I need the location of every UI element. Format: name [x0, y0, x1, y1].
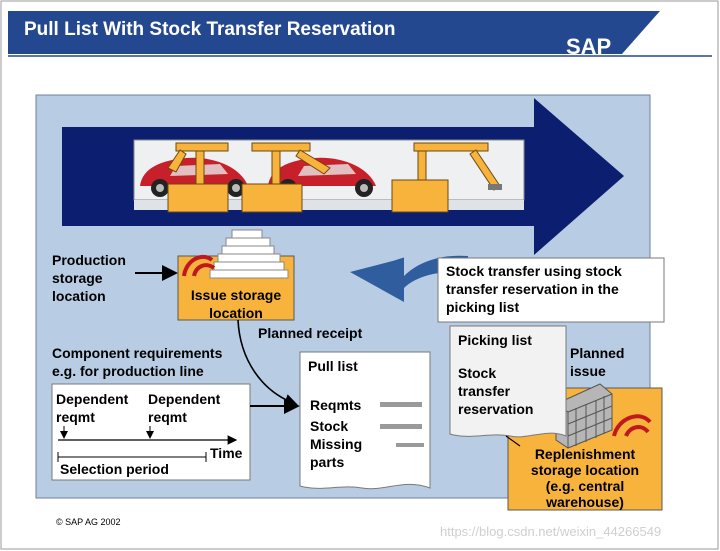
- production-storage-label: Production storage location: [52, 252, 126, 304]
- hand-icon: [182, 254, 216, 277]
- sap-logo: SAP: [566, 34, 612, 59]
- selection-period-label: Selection period: [60, 461, 169, 477]
- page-title: Pull List With Stock Transfer Reservatio…: [24, 19, 396, 40]
- pull-list-document: [299, 351, 431, 490]
- picking-list-document: [449, 325, 567, 438]
- component-requirements-label: Component requirements e.g. for producti…: [52, 345, 223, 379]
- pull-list-items: Reqmts Stock Missing parts: [310, 397, 363, 470]
- copyright-footer: © SAP AG 2002: [56, 517, 121, 527]
- dependent-reqmt-label-1: Dependent reqmt: [56, 391, 129, 425]
- hand-icon: [612, 414, 652, 437]
- robot-icon: [391, 142, 502, 213]
- stock-transfer-note: [437, 257, 665, 323]
- stack-icon: [209, 229, 289, 279]
- picking-list-lines: Stock transfer reservation: [458, 365, 534, 417]
- dependent-reqmt-label-2: Dependent reqmt: [148, 391, 221, 425]
- warehouse-rack-icon: [555, 383, 613, 449]
- planned-receipt-label: Planned receipt: [258, 325, 363, 341]
- planned-issue-label: Planned issue: [570, 345, 625, 379]
- stock-transfer-note-text: Stock transfer using stock transfer rese…: [446, 263, 622, 315]
- robot-icon: [241, 142, 331, 213]
- replenishment-label: Replenishment storage location (e.g. cen…: [530, 446, 640, 510]
- time-label: Time: [210, 445, 243, 461]
- picking-list-title: Picking list: [458, 332, 532, 348]
- issue-storage-label: Issue storage location: [190, 287, 282, 321]
- watermark-text: https://blog.csdn.net/weixin_44266549: [440, 524, 662, 539]
- title-bar: [8, 11, 660, 54]
- robot-icon: [167, 142, 229, 213]
- pull-list-title: Pull list: [308, 358, 358, 374]
